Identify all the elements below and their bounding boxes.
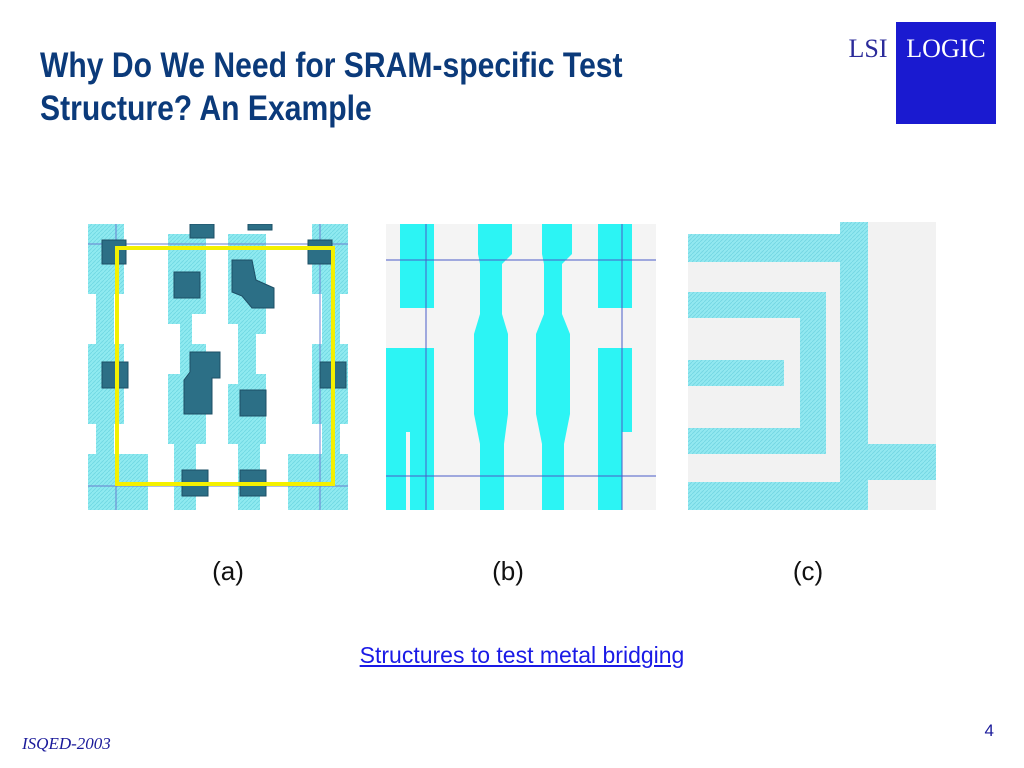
figure-b-layout: [386, 224, 656, 510]
logo-logic-text: LOGIC: [906, 34, 986, 63]
logo-blue-box: [896, 22, 996, 124]
figure-c-label: (c): [792, 556, 824, 586]
figure-c-layout: [688, 222, 936, 510]
logo-lsi-text: LSI: [840, 32, 896, 66]
slide-title-line-1: Why Do We Need for SRAM-specific Test: [40, 46, 623, 85]
slide-title: Why Do We Need for SRAM-specific Test St…: [40, 44, 694, 130]
figure-a-label: (a): [212, 556, 244, 586]
figure-b-label: (b): [492, 556, 524, 586]
footer-conference: ISQED-2003: [22, 734, 111, 753]
figure-a-layout: [88, 224, 348, 510]
page-number: 4: [984, 721, 994, 740]
lsi-logic-logo: LSI LOGIC: [840, 22, 996, 124]
slide-title-line-2: Structure? An Example: [40, 89, 372, 128]
figure-caption-link[interactable]: Structures to test metal bridging: [359, 642, 685, 668]
